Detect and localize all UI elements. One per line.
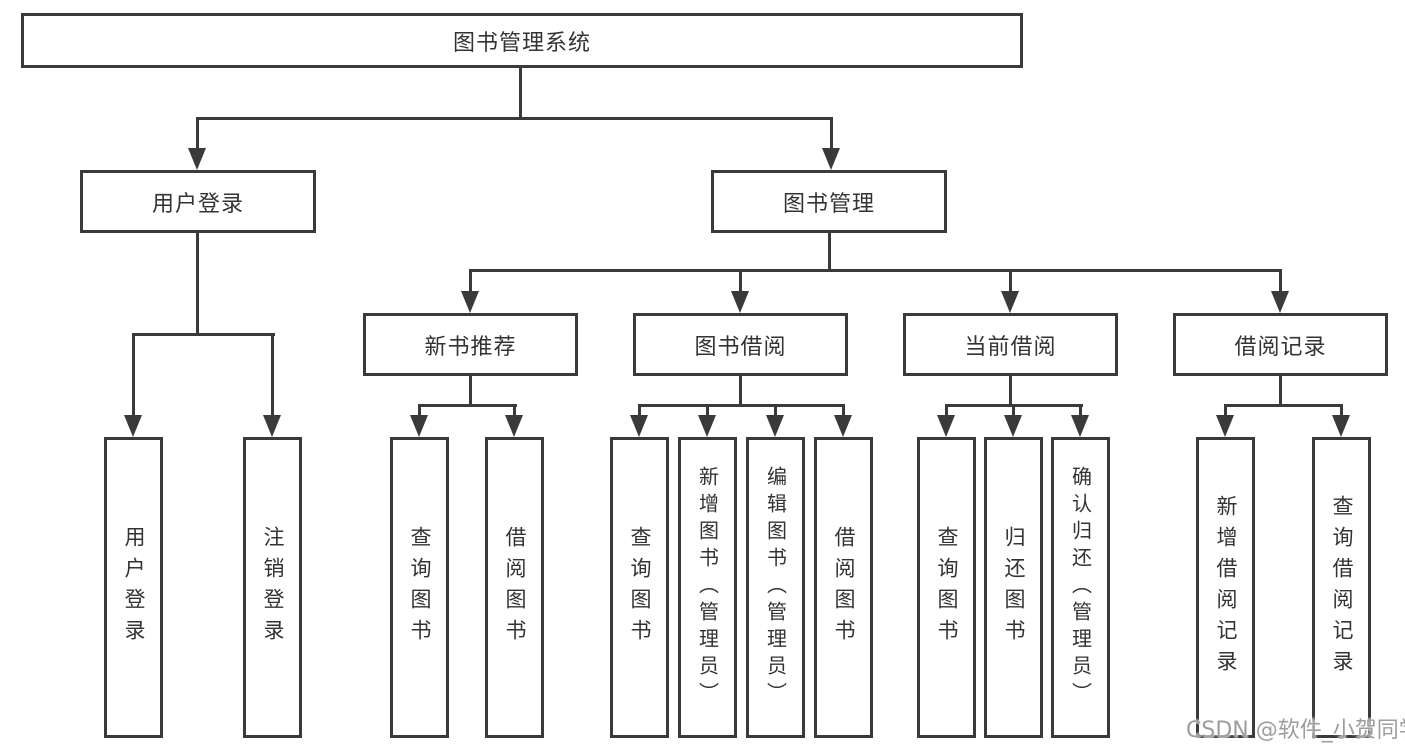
- leaf-label: 查询借阅记录: [1330, 494, 1354, 681]
- leaf-query-books-current: 查询图书: [917, 437, 976, 738]
- leaf-query-borrow-record: 查询借阅记录: [1312, 437, 1371, 738]
- connector-line: [132, 333, 275, 336]
- connector-arrowhead: [188, 148, 206, 170]
- connector-line: [1224, 404, 1343, 407]
- leaf-add-book-admin: 新增图书（管理员）: [678, 437, 737, 738]
- connector-line: [1279, 269, 1282, 295]
- connector-arrowhead: [1271, 291, 1289, 313]
- connector-arrowhead: [937, 415, 955, 437]
- connector-line: [1340, 404, 1343, 418]
- node-book-borrowing: 图书借阅: [633, 313, 848, 376]
- connector-line: [271, 333, 274, 417]
- connector-line: [739, 374, 742, 407]
- node-root: 图书管理系统: [21, 13, 1023, 68]
- connector-arrowhead: [410, 415, 428, 437]
- connector-line: [196, 232, 199, 336]
- leaf-label: 新增图书（管理员）: [695, 466, 720, 709]
- connector-line: [513, 404, 516, 418]
- node-book-management: 图书管理: [711, 170, 947, 233]
- leaf-label: 用户登录: [122, 525, 146, 650]
- leaf-label: 新增借阅记录: [1214, 494, 1238, 681]
- connector-line: [418, 404, 517, 407]
- leaf-query-books-borrowing: 查询图书: [610, 437, 669, 738]
- connector-line: [1009, 269, 1012, 295]
- connector-arrowhead: [505, 415, 523, 437]
- node-label: 当前借阅: [964, 334, 1057, 360]
- node-new-book-recommend: 新书推荐: [363, 313, 578, 376]
- connector-line: [638, 404, 641, 418]
- leaf-label: 借阅图书: [503, 525, 527, 650]
- leaf-return-books: 归还图书: [984, 437, 1043, 738]
- connector-line: [132, 333, 135, 417]
- connector-arrowhead: [731, 291, 749, 313]
- connector-arrowhead: [124, 415, 142, 437]
- connector-line: [196, 117, 833, 120]
- node-label: 图书管理系统: [452, 30, 591, 56]
- connector-line: [830, 117, 833, 151]
- leaf-label: 借阅图书: [832, 525, 856, 650]
- connector-line: [1012, 404, 1015, 418]
- connector-arrowhead: [1332, 415, 1350, 437]
- connector-line: [1079, 404, 1082, 418]
- connector-arrowhead: [766, 415, 784, 437]
- leaf-label: 编辑图书（管理员）: [763, 466, 788, 709]
- connector-arrowhead: [834, 415, 852, 437]
- connector-line: [1279, 374, 1282, 407]
- leaf-logout: 注销登录: [243, 437, 302, 738]
- connector-arrowhead: [822, 148, 840, 170]
- connector-arrowhead: [698, 415, 716, 437]
- node-label: 借阅记录: [1234, 334, 1327, 360]
- node-borrowing-records: 借阅记录: [1173, 313, 1388, 376]
- node-label: 图书管理: [782, 191, 875, 217]
- connector-line: [945, 404, 948, 418]
- connector-arrowhead: [1001, 291, 1019, 313]
- connector-line: [739, 269, 742, 295]
- leaf-add-borrow-record: 新增借阅记录: [1196, 437, 1255, 738]
- connector-line: [469, 374, 472, 407]
- connector-line: [1224, 404, 1227, 418]
- leaf-label: 确认归还（管理员）: [1068, 466, 1093, 709]
- connector-line: [196, 117, 199, 151]
- leaf-label: 归还图书: [1002, 525, 1026, 650]
- watermark: CSDN @软件_小贺同学: [1186, 718, 1405, 743]
- connector-arrowhead: [1071, 415, 1089, 437]
- leaf-user-login: 用户登录: [104, 437, 163, 738]
- connector-line: [842, 404, 845, 418]
- leaf-query-books-recommend: 查询图书: [390, 437, 449, 738]
- node-current-borrowing: 当前借阅: [903, 313, 1118, 376]
- leaf-borrow-books-borrowing: 借阅图书: [814, 437, 873, 738]
- connector-arrowhead: [630, 415, 648, 437]
- connector-line: [706, 404, 709, 418]
- connector-line: [418, 404, 421, 418]
- connector-arrowhead: [1216, 415, 1234, 437]
- leaf-borrow-books-recommend: 借阅图书: [485, 437, 544, 738]
- node-label: 用户登录: [151, 191, 244, 217]
- connector-line: [774, 404, 777, 418]
- leaf-confirm-return-admin: 确认归还（管理员）: [1051, 437, 1110, 738]
- leaf-label: 查询图书: [408, 525, 432, 650]
- connector-arrowhead: [461, 291, 479, 313]
- connector-line: [519, 67, 522, 120]
- node-user-login: 用户登录: [80, 170, 316, 233]
- leaf-label: 查询图书: [935, 525, 959, 650]
- leaf-label: 注销登录: [261, 525, 285, 650]
- node-label: 图书借阅: [694, 334, 787, 360]
- connector-line: [638, 404, 845, 407]
- leaf-edit-book-admin: 编辑图书（管理员）: [746, 437, 805, 738]
- connector-line: [1009, 374, 1012, 407]
- leaf-label: 查询图书: [628, 525, 652, 650]
- connector-arrowhead: [1004, 415, 1022, 437]
- connector-line: [469, 269, 1282, 272]
- connector-line: [828, 232, 831, 272]
- connector-arrowhead: [263, 415, 281, 437]
- connector-line: [469, 269, 472, 295]
- node-label: 新书推荐: [424, 334, 517, 360]
